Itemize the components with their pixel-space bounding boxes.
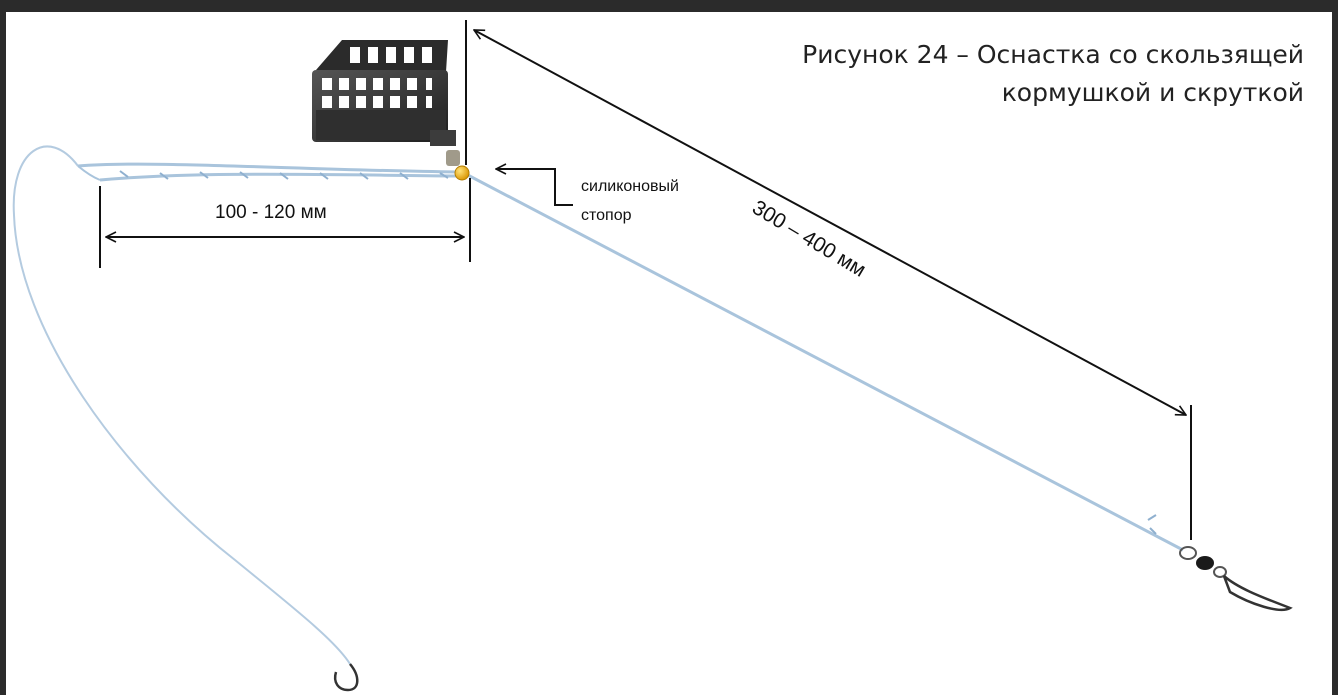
main-line-left <box>12 145 351 665</box>
caption-line-2: кормушкой и скруткой <box>1001 78 1304 107</box>
long-dimension <box>465 20 1192 540</box>
swivel-snap-icon <box>1179 546 1293 612</box>
stopper-callout <box>496 169 573 206</box>
stopper-label: силиконовый стопор <box>581 172 679 230</box>
stopper-label-line-2: стопор <box>581 207 632 224</box>
stopper-bead-icon <box>454 165 470 181</box>
leader-line <box>461 170 1184 552</box>
stopper-label-line-1: силиконовый <box>581 178 679 195</box>
hook-icon <box>333 663 359 692</box>
figure-caption: Рисунок 24 – Оснастка со скользящей корм… <box>802 36 1304 112</box>
short-length-label: 100 - 120 мм <box>215 202 327 223</box>
short-dimension <box>99 178 471 268</box>
caption-line-1: Рисунок 24 – Оснастка со скользящей <box>802 40 1304 69</box>
twisted-section <box>77 162 459 182</box>
feeder-cage-icon <box>312 40 460 166</box>
